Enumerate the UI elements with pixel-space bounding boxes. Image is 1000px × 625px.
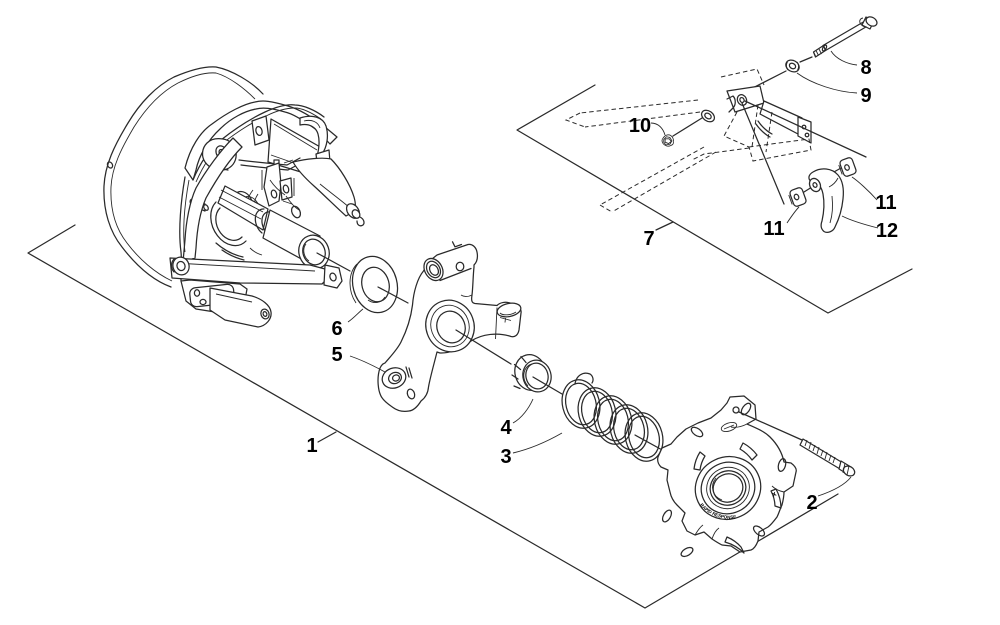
svg-text:4: 4 xyxy=(500,417,512,439)
svg-text:5: 5 xyxy=(331,344,342,366)
svg-text:11: 11 xyxy=(875,192,896,214)
svg-text:1: 1 xyxy=(306,435,317,457)
svg-text:11: 11 xyxy=(763,218,784,240)
svg-text:x: x xyxy=(771,490,778,498)
svg-text:7: 7 xyxy=(643,228,654,250)
svg-text:8: 8 xyxy=(860,57,871,79)
svg-text:3: 3 xyxy=(500,446,511,468)
svg-text:12: 12 xyxy=(876,220,898,242)
svg-text:10: 10 xyxy=(629,115,651,137)
svg-text:9: 9 xyxy=(860,85,871,107)
svg-text:6: 6 xyxy=(331,318,342,340)
svg-text:2: 2 xyxy=(806,492,817,514)
